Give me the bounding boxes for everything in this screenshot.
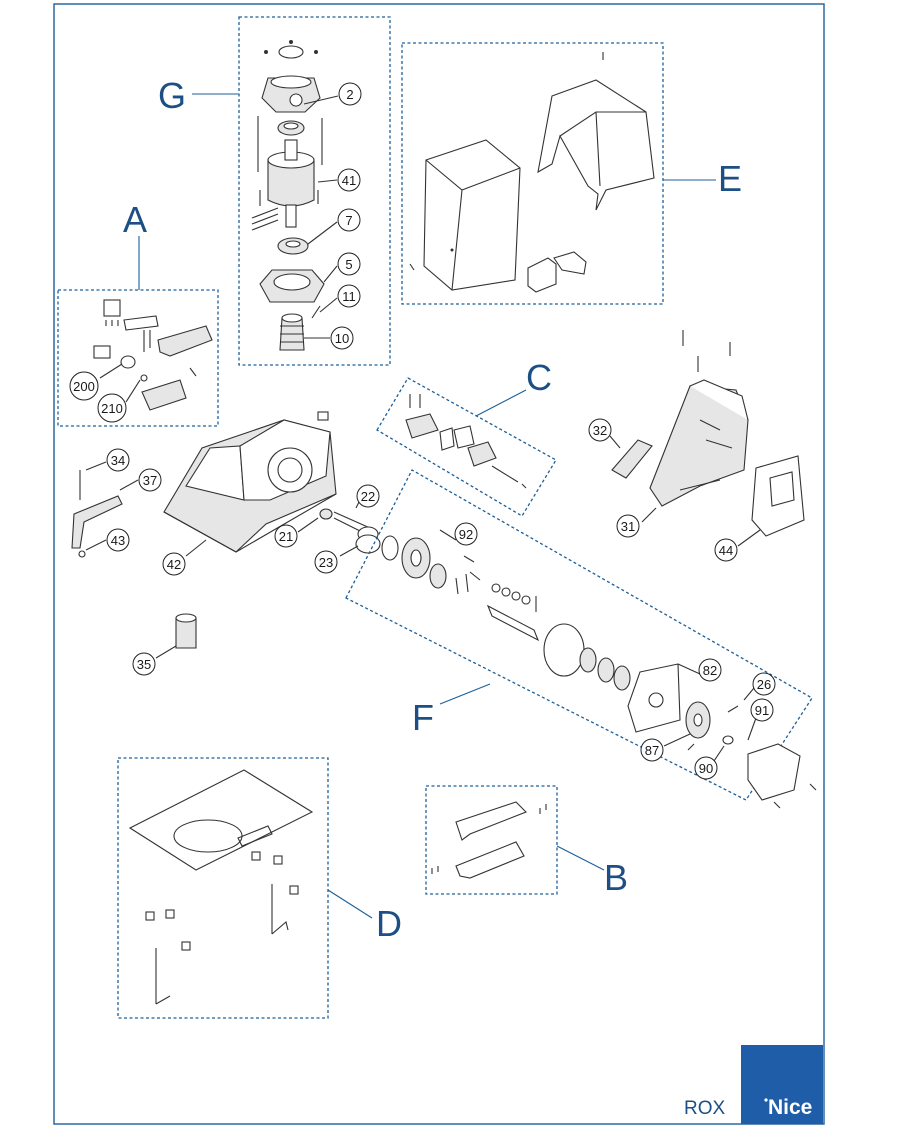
callout-5: 5 xyxy=(345,257,352,272)
brand-logo-box xyxy=(741,1045,823,1124)
model-name: ROX xyxy=(684,1098,726,1119)
front-cover-part xyxy=(423,139,521,291)
callout-7: 7 xyxy=(345,213,352,228)
group-g-box xyxy=(238,16,391,366)
callouts: 2 41 7 5 11 10 200 210 34 37 43 42 21 22… xyxy=(69,82,776,780)
callout-87: 87 xyxy=(645,743,659,758)
callout-210: 210 xyxy=(101,401,123,416)
output-shaft-part xyxy=(486,604,540,642)
anchor-bolt-part xyxy=(271,884,289,935)
rear-cover-part xyxy=(537,79,655,211)
callout-200: 200 xyxy=(73,379,95,394)
group-a-label: A xyxy=(123,199,147,240)
group-c-leader xyxy=(475,389,527,417)
release-plate-part xyxy=(405,413,439,439)
callout-23: 23 xyxy=(319,555,333,570)
release-lever-part xyxy=(71,495,123,549)
bracket-lower-part xyxy=(455,841,525,879)
callout-10: 10 xyxy=(335,331,349,346)
o-ring-part xyxy=(355,534,381,554)
callout-92: 92 xyxy=(459,527,473,542)
callout-44: 44 xyxy=(719,543,733,558)
group-c: C xyxy=(376,357,557,517)
group-d-label: D xyxy=(376,903,402,944)
brand-logo-dot xyxy=(764,1098,768,1102)
bearing-f-part xyxy=(381,535,399,561)
pin-part xyxy=(311,305,321,319)
callout-34: 34 xyxy=(111,453,125,468)
callout-31: 31 xyxy=(621,519,635,534)
o-ring-f-part xyxy=(543,623,585,677)
pinion-cover-part xyxy=(747,743,801,801)
group-g-label: G xyxy=(158,75,186,116)
bracket-upper-part xyxy=(455,801,527,841)
group-d-box xyxy=(117,757,329,1019)
callout-35: 35 xyxy=(137,657,151,672)
group-a: A xyxy=(57,199,219,427)
callout-21: 21 xyxy=(279,529,293,544)
callout-22: 22 xyxy=(361,489,375,504)
group-b-box xyxy=(425,785,558,895)
block-part xyxy=(527,257,557,293)
group-e: E xyxy=(401,42,742,305)
callout-90: 90 xyxy=(699,761,713,776)
group-b: B xyxy=(425,785,628,898)
callout-26: 26 xyxy=(757,677,771,692)
roller-part xyxy=(120,355,136,369)
callout-37: 37 xyxy=(143,473,157,488)
cover-strip-part xyxy=(611,439,653,479)
top-seal-part xyxy=(278,45,304,59)
group-c-label: C xyxy=(526,357,552,398)
group-e-box xyxy=(401,42,664,305)
group-a-box xyxy=(57,289,219,427)
callout-43: 43 xyxy=(111,533,125,548)
switch-body-part xyxy=(157,325,213,357)
group-f: F xyxy=(345,469,817,809)
group-b-leader xyxy=(556,845,605,871)
group-f-box xyxy=(345,469,813,801)
callout-11: 11 xyxy=(342,289,356,304)
group-g: G xyxy=(158,16,391,366)
control-board-part xyxy=(751,455,805,537)
callout-91: 91 xyxy=(755,703,769,718)
switch-bracket-part xyxy=(103,299,121,317)
group-f-label: F xyxy=(412,697,434,738)
callout-42: 42 xyxy=(167,557,181,572)
group-c-box xyxy=(376,377,557,517)
motor-wires xyxy=(251,207,279,231)
group-b-label: B xyxy=(604,857,628,898)
callout-32: 32 xyxy=(593,423,607,438)
long-screws xyxy=(257,116,323,172)
callout-41: 41 xyxy=(342,173,356,188)
group-d: D xyxy=(117,757,402,1019)
cam-part xyxy=(141,379,187,411)
callout-2: 2 xyxy=(346,87,353,102)
page-border xyxy=(53,3,825,1125)
control-housing xyxy=(609,330,805,547)
group-d-leader xyxy=(327,889,373,919)
main-housing xyxy=(163,411,381,557)
callout-82: 82 xyxy=(703,663,717,678)
release-lever xyxy=(71,461,197,659)
brand-logo-text: Nice xyxy=(768,1096,812,1119)
group-e-label: E xyxy=(718,158,742,199)
group-f-leader xyxy=(439,683,491,705)
bushing-part xyxy=(319,508,333,520)
base-plate-part xyxy=(128,769,314,871)
